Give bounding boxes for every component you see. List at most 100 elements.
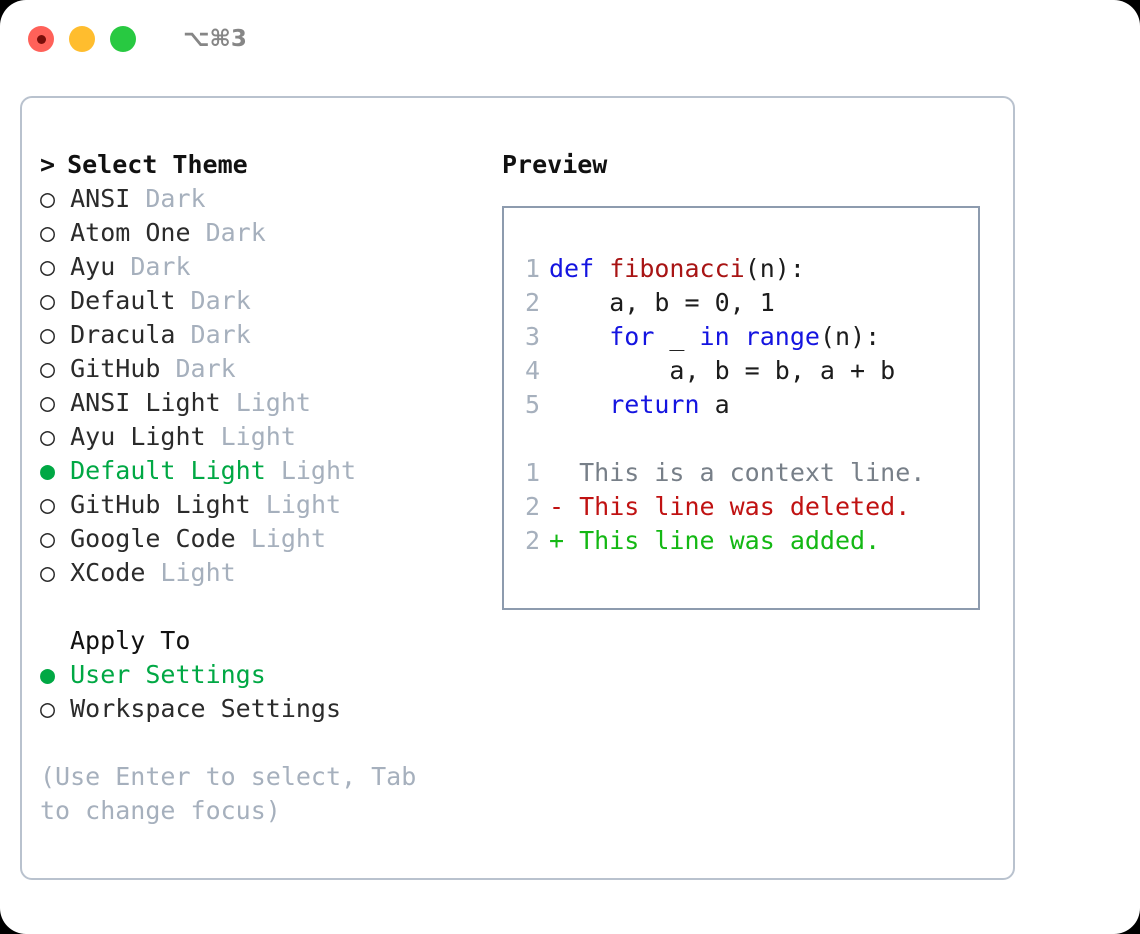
code-line: 3 for _ in range(n):	[504, 320, 978, 354]
diff-line: 1 This is a context line.	[504, 456, 978, 490]
theme-option-label: Ayu	[55, 252, 116, 281]
theme-option-tag: Light	[220, 388, 311, 417]
prompt-caret-icon: >	[40, 150, 56, 179]
radio-unselected-icon: ○	[40, 558, 56, 587]
diff-sign: +	[549, 526, 565, 555]
line-number: 4	[524, 356, 540, 385]
radio-unselected-icon: ○	[40, 524, 56, 553]
radio-selected-icon: ●	[40, 456, 56, 485]
theme-option-ayu[interactable]: ○ Ayu Dark	[40, 250, 490, 284]
code-line: 5 return a	[504, 388, 978, 422]
code-token: fibonacci	[609, 254, 745, 283]
theme-option-tag: Light	[265, 456, 357, 485]
line-number: 5	[524, 390, 540, 419]
line-number: 1	[524, 458, 540, 487]
apply-to-heading: Apply To	[40, 624, 490, 658]
keyboard-hint: (Use Enter to select, Tab to change focu…	[40, 762, 417, 825]
code-token: def	[549, 254, 595, 283]
theme-list: ○ ANSI Dark○ Atom One Dark○ Ayu Dark○ De…	[40, 182, 490, 590]
code-token: a, b = 0, 1	[549, 288, 775, 317]
theme-option-label: GitHub	[55, 354, 161, 383]
theme-option-label: Atom One	[55, 218, 191, 247]
radio-unselected-icon: ○	[40, 184, 56, 213]
code-token: for	[609, 322, 655, 351]
theme-option-tag: Dark	[130, 184, 206, 213]
radio-unselected-icon: ○	[40, 252, 56, 281]
theme-option-ayu-light[interactable]: ○ Ayu Light Light	[40, 420, 490, 454]
diff-sample: 1 This is a context line.2- This line wa…	[504, 456, 978, 558]
code-line: 4 a, b = b, a + b	[504, 354, 978, 388]
code-line: 1 def fibonacci(n):	[504, 252, 978, 286]
hint-spacer	[40, 726, 490, 760]
line-number: 1	[524, 254, 540, 283]
preview-heading: Preview	[502, 150, 608, 179]
maximize-button[interactable]	[110, 26, 136, 52]
code-token: in	[699, 322, 730, 351]
code-token	[594, 254, 609, 283]
theme-option-atom-one[interactable]: ○ Atom One Dark	[40, 216, 490, 250]
select-theme-title: Select Theme	[67, 150, 248, 179]
code-token: a	[699, 390, 730, 419]
theme-option-default[interactable]: ○ Default Dark	[40, 284, 490, 318]
radio-unselected-icon: ○	[40, 218, 56, 247]
theme-option-tag: Dark	[175, 286, 251, 315]
theme-option-github[interactable]: ○ GitHub Dark	[40, 352, 490, 386]
theme-option-tag: Light	[205, 422, 296, 451]
apply-option-label: User Settings	[55, 660, 266, 689]
title-bar: ⌥⌘3	[0, 0, 1140, 78]
code-token: range	[744, 322, 820, 351]
diff-line: 2 + This line was added.	[504, 524, 978, 558]
code-token: return	[609, 390, 700, 419]
theme-option-github-light[interactable]: ○ GitHub Light Light	[40, 488, 490, 522]
theme-option-xcode[interactable]: ○ XCode Light	[40, 556, 490, 590]
theme-option-google-code[interactable]: ○ Google Code Light	[40, 522, 490, 556]
line-number: 2	[524, 288, 540, 317]
main-panel: >Select Theme ○ ANSI Dark○ Atom One Dark…	[20, 96, 1015, 880]
list-spacer	[40, 590, 490, 624]
theme-option-label: Default	[55, 286, 176, 315]
theme-option-label: ANSI Light	[55, 388, 221, 417]
diff-text: This is a context line.	[564, 458, 926, 487]
theme-option-default-light[interactable]: ● Default Light Light	[40, 454, 490, 488]
apply-option-workspace-settings[interactable]: ○ Workspace Settings	[40, 692, 490, 726]
code-token	[730, 322, 745, 351]
line-number: 2	[524, 492, 540, 521]
theme-option-label: ANSI	[55, 184, 131, 213]
recording-indicator-icon	[36, 34, 46, 44]
line-number: 2	[524, 526, 540, 555]
theme-option-tag: Light	[145, 558, 236, 587]
minimize-button[interactable]	[69, 26, 95, 52]
radio-unselected-icon: ○	[40, 320, 56, 349]
theme-option-dracula[interactable]: ○ Dracula Dark	[40, 318, 490, 352]
theme-option-label: Dracula	[55, 320, 176, 349]
theme-option-label: Google Code	[55, 524, 236, 553]
diff-sign: -	[549, 492, 565, 521]
apply-to-title: Apply To	[70, 626, 191, 655]
diff-text: This line was deleted.	[564, 492, 911, 521]
theme-option-tag: Dark	[190, 218, 266, 247]
theme-option-label: XCode	[55, 558, 146, 587]
diff-text: This line was added.	[564, 526, 881, 555]
apply-option-user-settings[interactable]: ● User Settings	[40, 658, 490, 692]
theme-option-tag: Dark	[160, 354, 236, 383]
theme-option-ansi-light[interactable]: ○ ANSI Light Light	[40, 386, 490, 420]
radio-unselected-icon: ○	[40, 354, 56, 383]
theme-selection-column: >Select Theme ○ ANSI Dark○ Atom One Dark…	[22, 98, 490, 878]
close-button[interactable]	[28, 26, 54, 52]
code-line: 2 a, b = 0, 1	[504, 286, 978, 320]
radio-unselected-icon: ○	[40, 422, 56, 451]
code-token: (n):	[819, 322, 881, 351]
select-theme-heading: > Select Theme	[40, 148, 490, 182]
radio-unselected-icon: ○	[40, 286, 56, 315]
apply-option-label: Workspace Settings	[55, 694, 342, 723]
theme-option-tag: Light	[235, 524, 326, 553]
diff-line: 2- This line was deleted.	[504, 490, 978, 524]
code-token: (n):	[744, 254, 805, 283]
apply-to-list: ● User Settings○ Workspace Settings	[40, 658, 490, 726]
radio-unselected-icon: ○	[40, 388, 56, 417]
theme-option-ansi[interactable]: ○ ANSI Dark	[40, 182, 490, 216]
line-number: 3	[524, 322, 540, 351]
radio-unselected-icon: ○	[40, 490, 56, 519]
